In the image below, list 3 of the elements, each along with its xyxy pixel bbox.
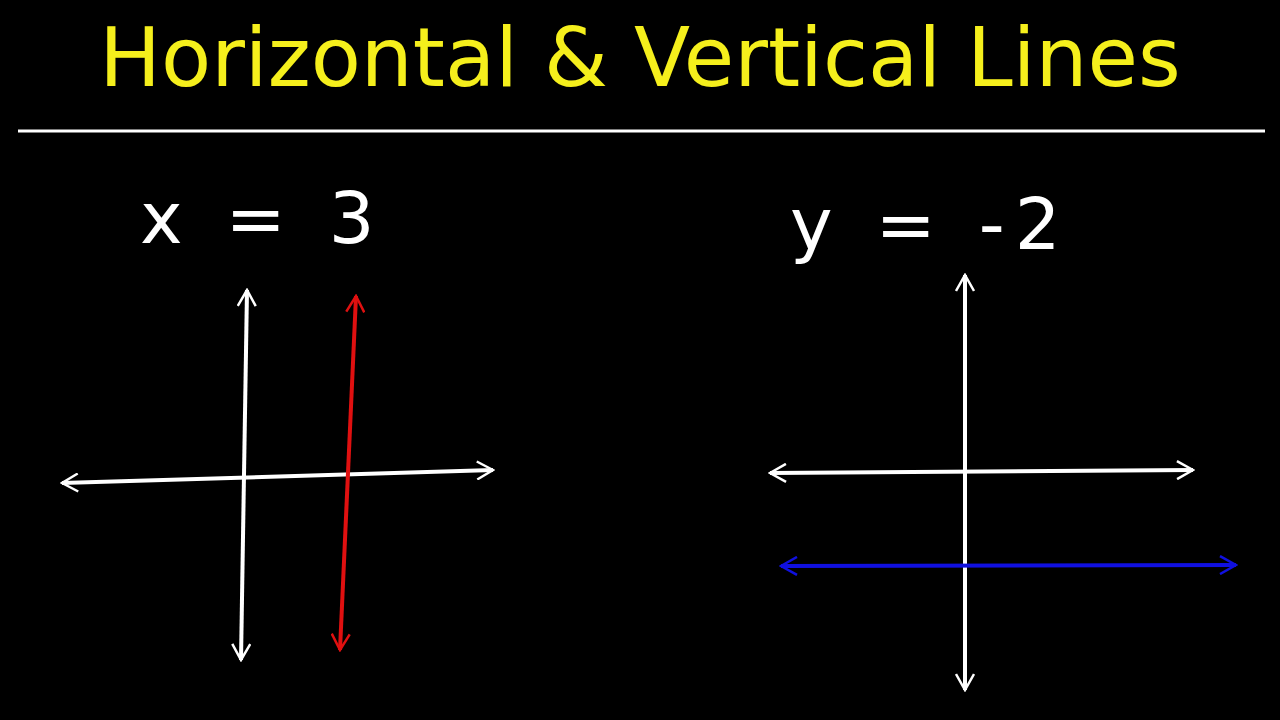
title: Horizontal & Vertical Lines (98, 9, 1182, 107)
equation-label: x = 3 (140, 176, 385, 260)
equation-label: y = -2 (790, 182, 1071, 266)
